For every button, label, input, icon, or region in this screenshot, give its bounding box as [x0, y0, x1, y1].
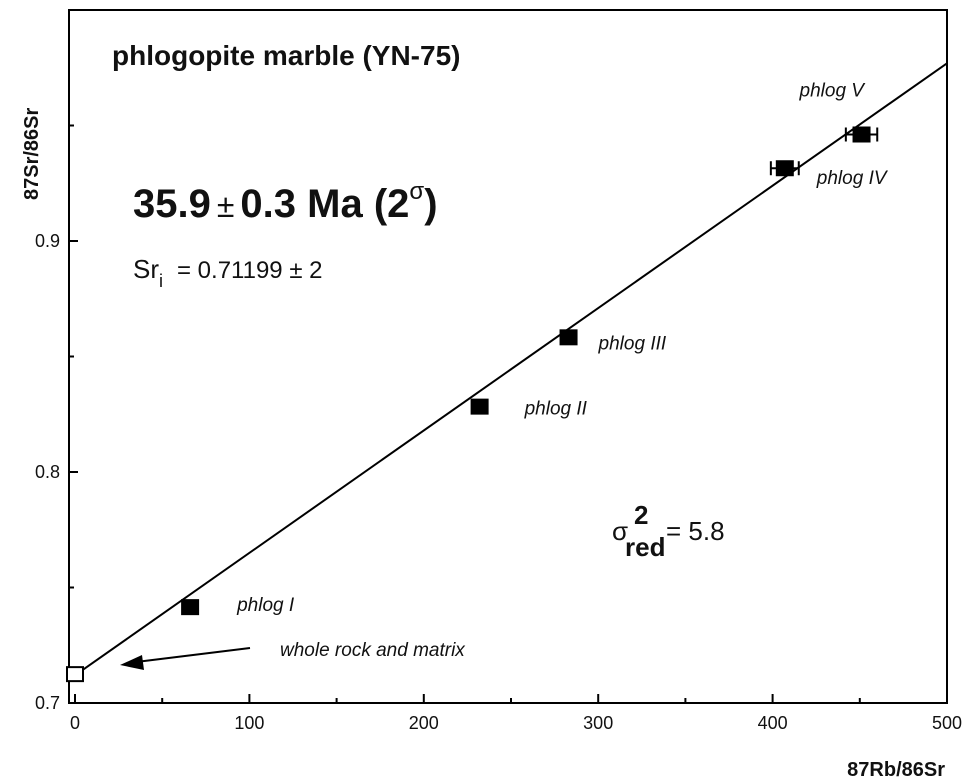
- initial-ratio-value: = 0.71199 ± 2: [177, 257, 323, 284]
- mswd-symbol: σ: [612, 516, 628, 546]
- point-label: phlog IV: [816, 168, 889, 189]
- age-value: 35.9±0.3 Ma (2σ): [133, 178, 438, 226]
- mswd-subscript: red: [625, 532, 665, 562]
- y-tick-label: 0.7: [35, 693, 60, 713]
- data-points: phlog I phlog II phlog III phlog IV phlog V: [66, 81, 889, 683]
- x-tick-label: 200: [409, 713, 439, 733]
- x-tick-label: 500: [932, 713, 962, 733]
- sample-point: [181, 599, 200, 616]
- x-tick-label: 100: [234, 713, 264, 733]
- axis-ticks: 0 100 200 300 400 500 0.7 0.8 0.9: [35, 124, 962, 733]
- whole-rock-point: [66, 666, 84, 683]
- age-error: 0.3 Ma (2: [240, 182, 409, 226]
- mswd-superscript: 2: [634, 500, 648, 530]
- x-tick-label: 0: [70, 713, 80, 733]
- initial-ratio-subscript: i: [159, 271, 163, 291]
- y-tick-label: 0.9: [35, 231, 60, 251]
- y-axis-label: 87Sr/86Sr: [21, 107, 43, 200]
- arrow-head: [120, 655, 144, 670]
- initial-ratio-symbol: Sr: [133, 254, 159, 284]
- initial-ratio: Sri = 0.71199 ± 2: [133, 254, 323, 291]
- point-label: phlog V: [799, 81, 867, 102]
- arrow-label: whole rock and matrix: [280, 640, 466, 661]
- age-number: 35.9: [133, 182, 211, 226]
- plot-frame: [68, 9, 948, 704]
- x-tick-label: 300: [583, 713, 613, 733]
- sample-point: [775, 160, 794, 177]
- point-label: phlog I: [236, 595, 295, 616]
- point-label: phlog II: [524, 399, 588, 420]
- sample-point: [559, 329, 578, 346]
- x-axis-label: 87Rb/86Sr: [847, 759, 945, 781]
- age-sigma: σ: [409, 178, 424, 205]
- isochron-line: [74, 62, 948, 677]
- x-tick-label: 400: [758, 713, 788, 733]
- point-label: phlog III: [598, 333, 667, 354]
- chart-title: phlogopite marble (YN-75): [112, 40, 460, 71]
- age-close-paren: ): [424, 182, 437, 226]
- sample-point: [470, 398, 489, 415]
- sample-point: [852, 126, 871, 143]
- mswd-value: = 5.8: [666, 516, 725, 546]
- arrow-shaft: [127, 647, 251, 664]
- y-tick-label: 0.8: [35, 462, 60, 482]
- age-plus-minus: ±: [217, 188, 235, 224]
